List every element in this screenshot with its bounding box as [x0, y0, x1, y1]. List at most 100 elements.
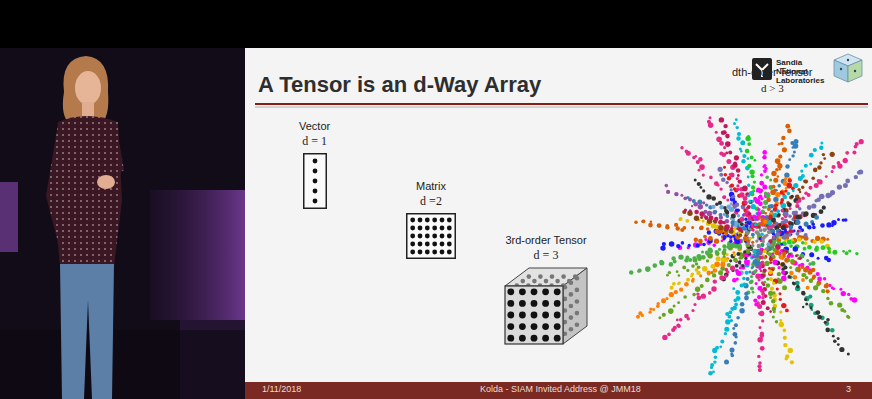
speaker-hands — [97, 175, 115, 189]
scatter-dot — [739, 266, 742, 269]
title-rule — [255, 107, 868, 108]
scatter-dot — [797, 188, 800, 191]
scatter-dot — [787, 259, 790, 262]
order-formula: d > 3 — [761, 82, 784, 95]
scatter-dot — [747, 142, 751, 146]
scatter-dot — [763, 228, 766, 231]
scatter-dot — [692, 256, 696, 260]
scatter-dot — [758, 223, 761, 226]
scatter-dot — [676, 324, 680, 328]
array-dot — [410, 241, 415, 246]
scatter-dot — [788, 233, 792, 237]
scatter-dot — [733, 306, 737, 310]
scatter-dot — [811, 203, 816, 208]
cube-dot — [531, 311, 538, 318]
scatter-dot — [649, 311, 652, 314]
scatter-dot — [724, 278, 726, 280]
cube-dot — [554, 300, 561, 307]
scatter-dot — [735, 245, 738, 248]
scatter-dot — [804, 233, 808, 237]
scatter-dot — [772, 267, 776, 271]
array-dot — [432, 217, 437, 222]
scatter-dot — [703, 235, 707, 239]
scatter-dot — [711, 196, 716, 201]
scatter-dot — [735, 269, 739, 273]
scatter-dot — [739, 308, 744, 313]
scatter-dot — [783, 219, 788, 224]
scatter-dot — [657, 223, 662, 228]
scatter-dot — [708, 291, 712, 295]
scatter-dot — [750, 275, 753, 278]
scatter-dot — [668, 308, 674, 314]
scatter-dot — [722, 244, 726, 248]
die-pip — [840, 68, 842, 70]
cube-dot — [542, 311, 549, 318]
scatter-dot — [755, 274, 760, 279]
scatter-dot — [702, 243, 706, 247]
scatter-dot — [826, 238, 829, 241]
cube-dot — [554, 335, 561, 342]
scatter-dot — [715, 202, 719, 206]
scatter-dot — [760, 346, 765, 351]
array-dot — [418, 217, 423, 222]
vector-figure: Vectord = 1 — [299, 120, 330, 209]
scatter-dot — [740, 150, 743, 153]
scatter-dot — [682, 266, 686, 270]
scatter-dot — [832, 335, 835, 338]
scatter-dot — [747, 195, 750, 198]
array-dot — [410, 249, 415, 254]
scatter-dot — [789, 271, 794, 276]
scatter-dot — [787, 202, 792, 207]
scatter-dot — [795, 220, 800, 225]
scatter-dot — [746, 243, 750, 247]
scatter-dot — [772, 260, 777, 265]
footer-bar — [245, 382, 872, 399]
scatter-dot — [826, 289, 830, 293]
scatter-dot — [790, 254, 794, 258]
scatter-dot — [742, 282, 746, 286]
scatter-dot — [847, 293, 850, 296]
scatter-dot — [701, 251, 704, 254]
slide-number: 3 — [846, 384, 851, 394]
scatter-dot — [739, 147, 742, 150]
scatter-dot — [735, 290, 740, 295]
scatter-dot — [723, 130, 726, 133]
array-dot — [440, 249, 445, 254]
stage-background — [0, 48, 245, 399]
scatter-dot — [832, 250, 837, 255]
scatter-dot — [789, 244, 793, 248]
scatter-dot — [789, 207, 792, 210]
scatter-dot — [764, 257, 767, 260]
scatter-dot — [729, 259, 732, 262]
scatter-dot — [638, 269, 642, 273]
scatter-dot — [758, 339, 761, 342]
dot-array — [303, 153, 327, 209]
scatter-dot — [758, 196, 761, 199]
scatter-dot — [837, 218, 840, 221]
dot-array — [406, 213, 456, 259]
scatter-dot — [708, 236, 713, 241]
slide-title: A Tensor is an d-Way Array — [258, 72, 541, 98]
scatter-dot — [768, 291, 773, 296]
scatter-dot — [763, 268, 767, 272]
scatter-dot — [781, 262, 785, 266]
scatter-dot — [766, 306, 770, 310]
speaker-neck — [82, 102, 94, 116]
scatter-dot — [781, 303, 786, 308]
scatter-dot — [778, 155, 782, 159]
scatter-dot — [800, 265, 804, 269]
scatter-dot — [722, 196, 726, 200]
scatter-dot — [694, 238, 698, 242]
top-bar — [0, 0, 872, 48]
scatter-dot — [718, 225, 723, 230]
scatter-dot — [830, 328, 835, 333]
scatter-dot — [670, 286, 674, 290]
scatter-dot — [827, 246, 831, 250]
scatter-dot — [667, 333, 671, 337]
scatter-dot — [783, 343, 787, 347]
scatter-dot — [729, 240, 732, 243]
array-dot — [447, 233, 452, 238]
scatter-dot — [744, 257, 747, 260]
scatter-dot — [768, 252, 772, 256]
scatter-dot — [750, 287, 754, 291]
